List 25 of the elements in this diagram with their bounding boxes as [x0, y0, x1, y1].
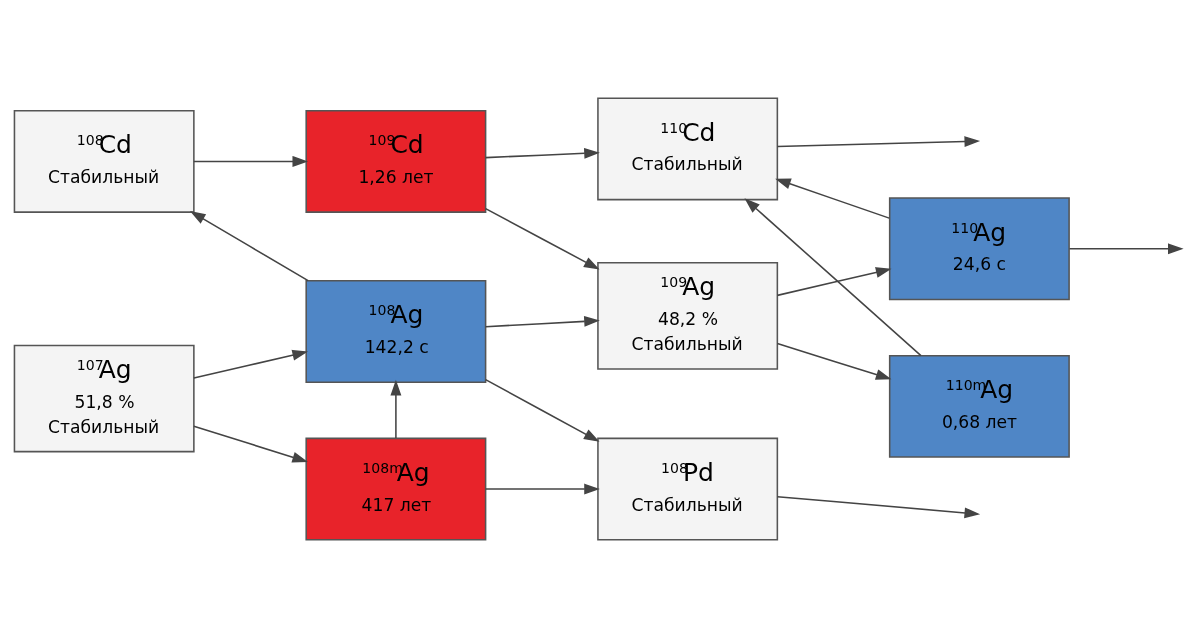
- arrow: [776, 342, 892, 380]
- arrow: [484, 315, 600, 327]
- node-box: $^{107}$Ag 51,8 % Стабильный: [13, 344, 195, 452]
- arrow: [484, 207, 600, 270]
- node-box: $^{110}$Ag 24,6 с: [888, 196, 1070, 300]
- arrow: [390, 379, 402, 439]
- arrow: [484, 378, 600, 442]
- arrow: [193, 349, 309, 379]
- node-box: $^{108}$Pd Стабильный: [597, 437, 779, 541]
- arrow: [775, 178, 890, 219]
- arrow: [484, 147, 600, 159]
- arrow: [776, 266, 892, 296]
- node-box: $^{108m}$Ag 417 лет: [305, 437, 487, 541]
- arrow: [484, 483, 600, 494]
- node-box: $^{110m}$Ag 0,68 лет: [888, 354, 1070, 458]
- arrow: [193, 424, 308, 463]
- node-box: $^{109}$Cd 1,26 лет: [305, 109, 487, 213]
- node-box: $^{109}$Ag 48,2 % Стабильный: [597, 261, 779, 370]
- arrow: [193, 155, 309, 167]
- arrow: [776, 135, 981, 147]
- arrow: [776, 495, 981, 518]
- node-box: $^{108}$Ag 142,2 с: [305, 279, 487, 383]
- arrow: [189, 210, 309, 281]
- arrow: [1068, 242, 1184, 254]
- arrow: [744, 197, 922, 356]
